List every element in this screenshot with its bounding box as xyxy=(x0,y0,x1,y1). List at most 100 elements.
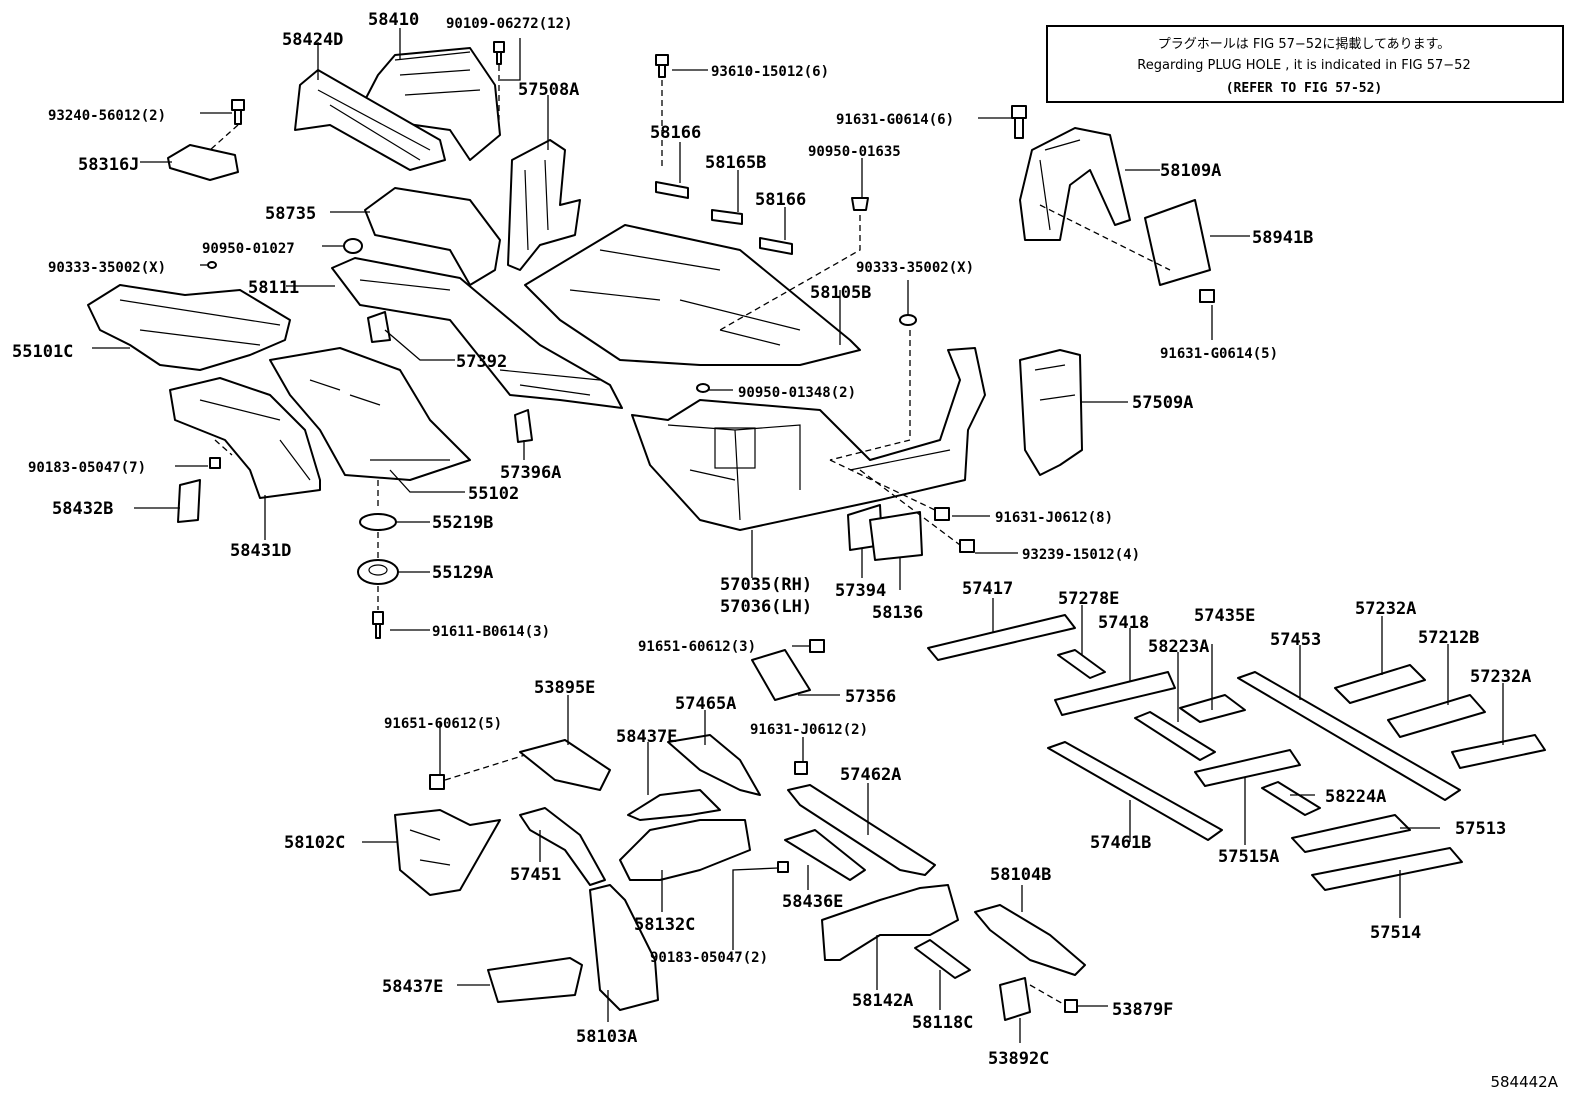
part-58166-a xyxy=(655,181,689,199)
part-58437E-b xyxy=(487,957,583,1003)
callout-label: 58136 xyxy=(872,603,923,623)
callout-label: 57418 xyxy=(1098,613,1149,633)
figure-id: 584442A xyxy=(1490,1073,1558,1091)
part-57462A xyxy=(787,784,936,876)
part-57453 xyxy=(1237,671,1461,801)
bolt-93240 xyxy=(231,99,245,125)
grommet-90950-01027 xyxy=(343,238,363,254)
callout-label: 91631-J0612(2) xyxy=(750,722,868,738)
part-57418 xyxy=(1054,671,1176,716)
callout-label: 90183-05047(2) xyxy=(650,950,768,966)
callout-label: 57462A xyxy=(840,765,901,785)
part-57212B xyxy=(1387,694,1486,738)
part-58437E-a xyxy=(627,789,721,821)
callout-label: 57465A xyxy=(675,694,736,714)
callout-label: 58223A xyxy=(1148,637,1209,657)
part-57465A xyxy=(667,734,761,796)
callout-label: 90183-05047(7) xyxy=(28,460,146,476)
callout-label: 57515A xyxy=(1218,847,1279,867)
part-58432B xyxy=(177,479,201,523)
callout-label: 91651-60612(5) xyxy=(384,716,502,732)
callout-label: 57417 xyxy=(962,579,1013,599)
callout-label: 58165B xyxy=(705,153,766,173)
part-58223A xyxy=(1134,711,1216,761)
bolt-91611 xyxy=(372,611,384,639)
callout-label: 91611-B0614(3) xyxy=(432,624,550,640)
callout-label: 91631-G0614(6) xyxy=(836,112,954,128)
callout-label: 93240-56012(2) xyxy=(48,108,166,124)
callout-label: 57509A xyxy=(1132,393,1193,413)
part-53892C xyxy=(999,977,1031,1021)
part-57451 xyxy=(519,807,606,886)
callout-label: 57396A xyxy=(500,463,561,483)
callout-label: 58132C xyxy=(634,915,695,935)
part-55219B xyxy=(359,513,397,531)
part-57396A xyxy=(514,409,533,443)
callout-label: 55129A xyxy=(432,563,493,583)
callout-label: 90333-35002(X) xyxy=(856,260,974,276)
callout-label: 57392 xyxy=(456,352,507,372)
callout-label: 57453 xyxy=(1270,630,1321,650)
leader-lines xyxy=(92,28,1504,1043)
callout-label: 58111 xyxy=(248,278,299,298)
callout-label: 57513 xyxy=(1455,819,1506,839)
part-57356 xyxy=(751,649,811,701)
callout-label: 58102C xyxy=(284,833,345,853)
part-57392 xyxy=(367,311,391,343)
part-58132C xyxy=(619,819,751,881)
callout-label: 58224A xyxy=(1325,787,1386,807)
note-line-jp: プラグホールは FIG 57−52に掲載してあります。 xyxy=(1158,36,1451,52)
callout-label: 90950-01348(2) xyxy=(738,385,856,401)
callout-label: 57212B xyxy=(1418,628,1479,648)
part-58104B xyxy=(974,904,1086,976)
callout-label: 55102 xyxy=(468,484,519,504)
part-58102C xyxy=(394,809,501,896)
callout-label: 58424D xyxy=(282,30,343,50)
part-57515A xyxy=(1194,749,1301,787)
part-57232A-a xyxy=(1334,664,1426,704)
callout-label: 57435E xyxy=(1194,606,1255,626)
part-58118C xyxy=(914,939,971,979)
part-57278E xyxy=(1057,649,1106,679)
part-57514 xyxy=(1311,847,1463,891)
callout-label: 57508A xyxy=(518,80,579,100)
callout-label: 90333-35002(X) xyxy=(48,260,166,276)
part-58424D xyxy=(294,69,446,171)
part-57417 xyxy=(927,614,1076,661)
callout-label: 53895E xyxy=(534,678,595,698)
callout-label: 91631-J0612(8) xyxy=(995,510,1113,526)
callout-label: 58941B xyxy=(1252,228,1313,248)
part-57508A xyxy=(507,139,581,271)
part-58136 xyxy=(869,511,923,561)
clip-90183-05047 xyxy=(209,457,221,469)
callout-label: 91631-G0614(5) xyxy=(1160,346,1278,362)
callout-label: 57451 xyxy=(510,865,561,885)
callout-label: 58437E xyxy=(382,977,443,997)
callout-label: 57461B xyxy=(1090,833,1151,853)
callout-label: 58437E xyxy=(616,727,677,747)
note-line-en: Regarding PLUG HOLE , it is indicated in… xyxy=(1137,58,1470,73)
callout-label: 55101C xyxy=(12,342,73,362)
part-55102 xyxy=(269,347,471,481)
part-57232A-b xyxy=(1451,734,1546,769)
part-58941B xyxy=(1144,199,1211,286)
part-shapes xyxy=(87,41,1546,1021)
callout-label: 57278E xyxy=(1058,589,1119,609)
callout-label: 58105B xyxy=(810,283,871,303)
part-53895E xyxy=(519,739,611,791)
callout-label: 93239-15012(4) xyxy=(1022,547,1140,563)
part-57035 xyxy=(631,347,986,531)
callout-label: 57356 xyxy=(845,687,896,707)
callout-label: 90950-01027 xyxy=(202,241,295,257)
part-58111 xyxy=(331,257,623,409)
part-58735 xyxy=(364,187,501,286)
callout-label: 90109-06272(12) xyxy=(446,16,572,32)
callout-label: 58432B xyxy=(52,499,113,519)
callout-label: 57036(LH) xyxy=(720,597,812,617)
part-58224A xyxy=(1261,781,1321,816)
callout-label: 58142A xyxy=(852,991,913,1011)
part-58103A xyxy=(589,884,659,1011)
callout-label: 57394 xyxy=(835,581,886,601)
callout-label: 57514 xyxy=(1370,923,1421,943)
